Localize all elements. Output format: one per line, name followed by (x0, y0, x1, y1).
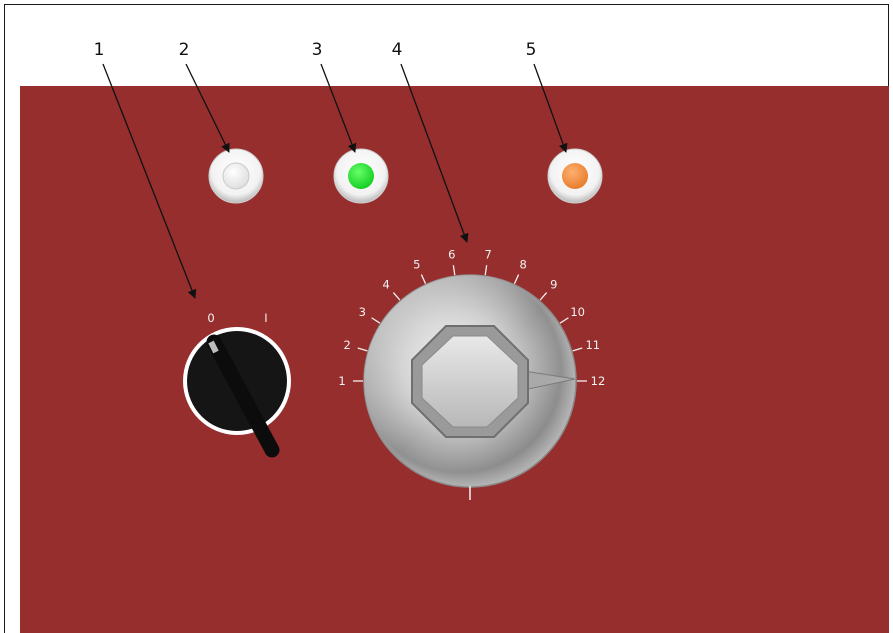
callout-number-3: 3 (312, 40, 323, 60)
lamp-lens-green (348, 163, 374, 189)
dial-label-8: 8 (520, 258, 527, 272)
callouts: 1 2 3 4 5 (94, 40, 568, 299)
indicator-lamp-green (333, 148, 389, 204)
dial-label-11: 11 (585, 338, 600, 352)
dial-tick (513, 274, 520, 284)
switch-label-1: I (264, 311, 267, 325)
callout-arrow-3 (320, 63, 357, 153)
dial-label-7: 7 (485, 247, 492, 261)
dial-tick (420, 274, 427, 284)
selector-switch-lever[interactable] (206, 334, 280, 458)
callout-number-4: 4 (392, 40, 403, 60)
switch-label-0: 0 (207, 311, 214, 325)
dial-tick (559, 317, 569, 324)
dial-tick (484, 265, 488, 276)
callout-arrow-2 (185, 63, 230, 153)
callout-number-1: 1 (94, 40, 105, 60)
callout-number-2: 2 (179, 40, 190, 60)
dial-label-3: 3 (359, 305, 366, 319)
dial-tick (357, 347, 368, 352)
selector-switch[interactable] (183, 327, 291, 458)
thermostat-dial[interactable] (363, 274, 577, 488)
dial-tick (539, 292, 548, 301)
dial-tick (392, 292, 401, 301)
dial-tick (371, 317, 381, 324)
indicator-lamp-orange (547, 148, 603, 204)
lamp-lens-orange (562, 163, 588, 189)
dial-tick (452, 265, 456, 276)
lamp-lens-white (222, 162, 250, 190)
dial-label-2: 2 (344, 338, 351, 352)
dial-label-5: 5 (413, 258, 420, 272)
dial-label-12: 12 (591, 374, 606, 388)
dial-label-6: 6 (448, 247, 455, 261)
dial-label-4: 4 (383, 277, 390, 291)
dial-label-1: 1 (338, 374, 345, 388)
dial-label-9: 9 (550, 277, 557, 291)
callout-arrow-4 (400, 63, 469, 243)
callout-arrow-5 (533, 63, 568, 153)
callout-arrow-1 (102, 63, 197, 299)
callout-number-5: 5 (526, 40, 537, 60)
indicator-lamp-white (208, 148, 264, 204)
dial-label-10: 10 (570, 305, 585, 319)
dial-tick (572, 347, 583, 352)
